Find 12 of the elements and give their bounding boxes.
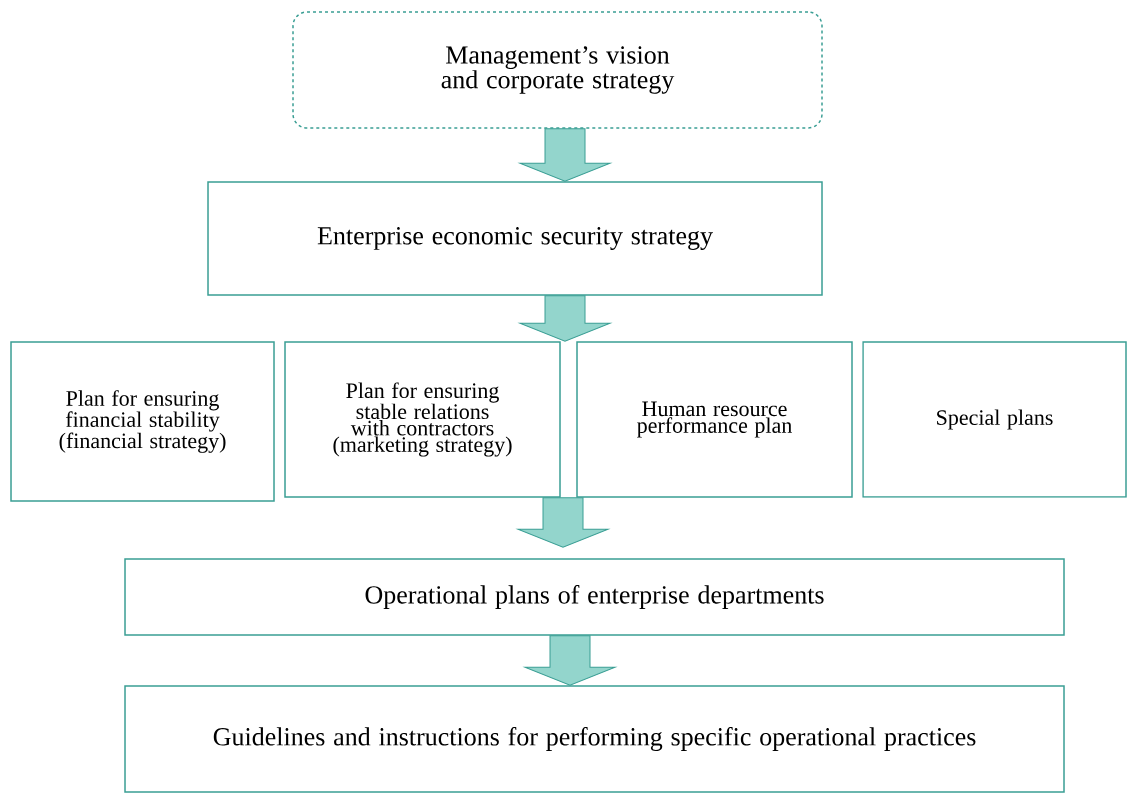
process-box: Plan for ensuring stable relations with contractors (marketing strategy) xyxy=(284,341,561,498)
process-box: Human resource performance plan xyxy=(576,341,853,498)
block-arrow xyxy=(517,497,609,548)
process-box: Operational plans of enterprise departments xyxy=(124,558,1065,636)
rounded-dashed-box: Management’s vision and corporate strategy xyxy=(292,11,823,129)
block-arrow xyxy=(524,635,616,686)
process-box: Enterprise economic security strategy xyxy=(207,181,823,296)
process-box: Special plans xyxy=(862,341,1127,498)
process-box: Guidelines and instructions for performing specific operational practices xyxy=(124,685,1065,793)
process-box: Plan for ensuring financial stability (financial strategy) xyxy=(10,341,275,502)
block-arrow xyxy=(519,295,611,342)
block-arrow xyxy=(519,128,611,182)
